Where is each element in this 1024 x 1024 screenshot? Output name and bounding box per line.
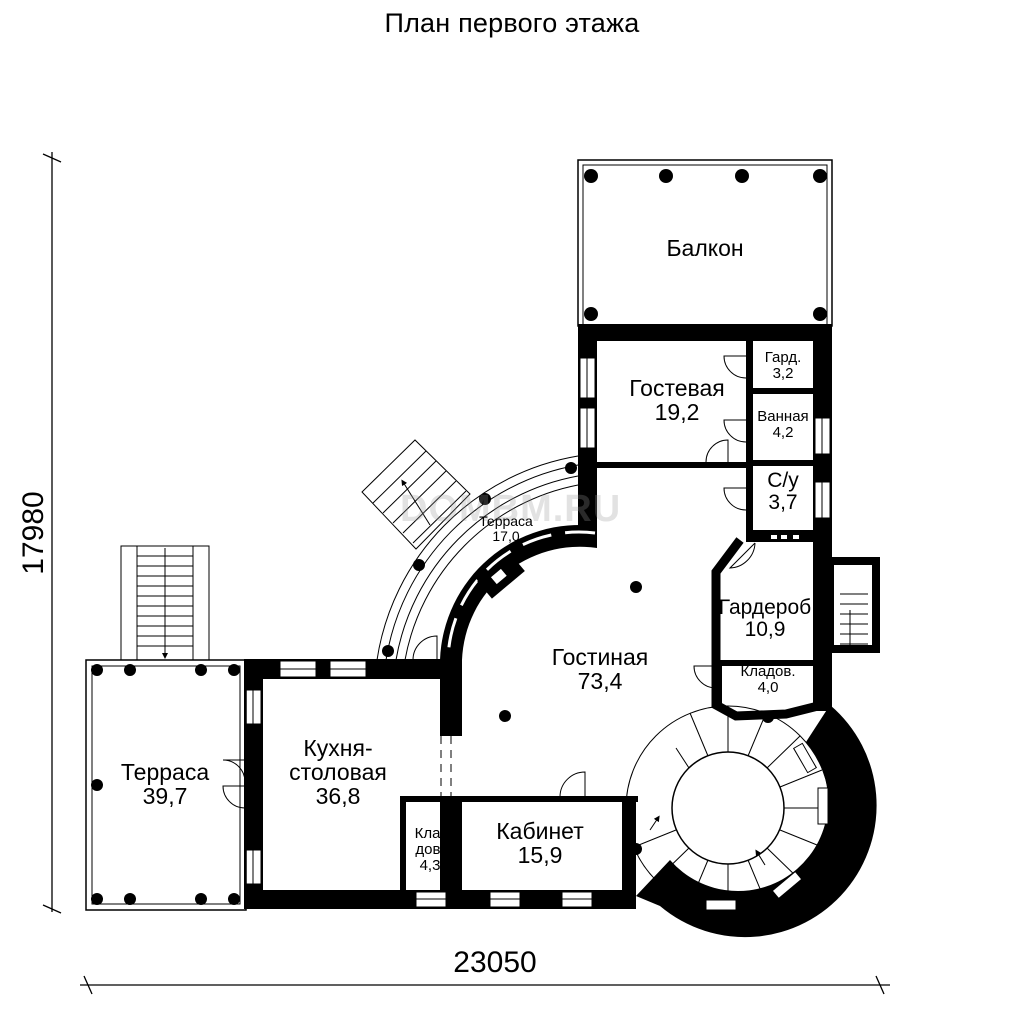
- spiral-stair-tower: [625, 705, 877, 938]
- terrace-arc-stairs: [361, 439, 471, 550]
- room-area: 4,3: [419, 856, 441, 874]
- room-name: Кладов.: [740, 663, 796, 680]
- room-area: 36,8: [315, 783, 361, 810]
- side-entrance: [826, 557, 880, 653]
- room-name: С/у: [767, 469, 799, 492]
- watermark: DOMBM.RU: [400, 488, 622, 530]
- room-label-wardrobe: Гардероб 10,9: [715, 596, 815, 642]
- room-label-pantry-small: Кла- дов. 4,3: [404, 826, 456, 873]
- room-name: Терраса: [479, 513, 533, 529]
- terrace-arc-columns: [382, 462, 577, 657]
- room-label-guest: Гостевая 19,2: [612, 376, 742, 424]
- room-label-wardrobe-small: Гард. 3,2: [753, 350, 813, 382]
- room-area: 10,9: [744, 618, 786, 642]
- room-name-line2: столовая: [289, 759, 387, 786]
- room-label-wc: С/у 3,7: [753, 469, 813, 515]
- room-name: Гостиная: [551, 644, 649, 670]
- room-name: Гардероб: [718, 596, 812, 619]
- terrace-arc: [376, 455, 579, 661]
- fireplace: [477, 553, 525, 599]
- room-area: 3,2: [772, 364, 794, 382]
- walls-wardrobe: [711, 537, 820, 721]
- room-label-terrace-arc: Терраса 17,0: [466, 514, 546, 543]
- room-label-office: Кабинет 15,9: [475, 819, 605, 867]
- terrace-left-columns: [91, 664, 240, 905]
- wc-vent: [768, 533, 814, 542]
- opening-kitchen-living: [440, 736, 452, 796]
- page-title: План первого этажа: [384, 8, 640, 38]
- room-name: Ванная: [757, 408, 809, 425]
- walls-pantry-right: [716, 660, 816, 708]
- room-area: 73,4: [577, 668, 623, 695]
- room-name: Гостевая: [629, 375, 725, 401]
- room-name-line2: дов.: [415, 840, 445, 858]
- room-area: 39,7: [142, 783, 188, 810]
- room-area: 15,9: [517, 842, 563, 869]
- room-name: Балкон: [666, 235, 744, 261]
- dimension-width-label: 23050: [453, 946, 537, 979]
- room-area: 17,0: [492, 527, 520, 544]
- room-name: Терраса: [120, 759, 210, 785]
- room-area: 3,7: [768, 491, 798, 515]
- room-name: Гард.: [764, 349, 802, 366]
- windows-guest-wing: [579, 357, 831, 519]
- room-name: Кабинет: [496, 818, 584, 844]
- dimension-height-label: 17980: [17, 491, 50, 575]
- room-name-line1: Кла-: [414, 825, 446, 842]
- living-curved-wall: [440, 524, 597, 661]
- room-label-living: Гостиная 73,4: [535, 645, 665, 693]
- room-name-line1: Кухня-: [303, 735, 373, 761]
- room-area: 4,0: [757, 678, 779, 696]
- dimension-line-vertical: [42, 152, 62, 914]
- room-label-balcony: Балкон: [640, 236, 770, 260]
- dimension-line-horizontal: [80, 975, 890, 995]
- windows-main: [245, 660, 593, 908]
- room-label-bathroom: Ванная 4,2: [750, 409, 816, 441]
- room-area: 19,2: [654, 399, 700, 426]
- room-area: 4,2: [772, 423, 794, 441]
- room-label-kitchen: Кухня- столовая 36,8: [268, 735, 408, 810]
- room-label-pantry-right: Кладов. 4,0: [722, 664, 814, 696]
- balcony-columns: [584, 169, 827, 321]
- terrace-left-stairs: [120, 545, 210, 661]
- living-columns: [499, 581, 774, 855]
- room-label-terrace-left: Терраса 39,7: [100, 760, 230, 808]
